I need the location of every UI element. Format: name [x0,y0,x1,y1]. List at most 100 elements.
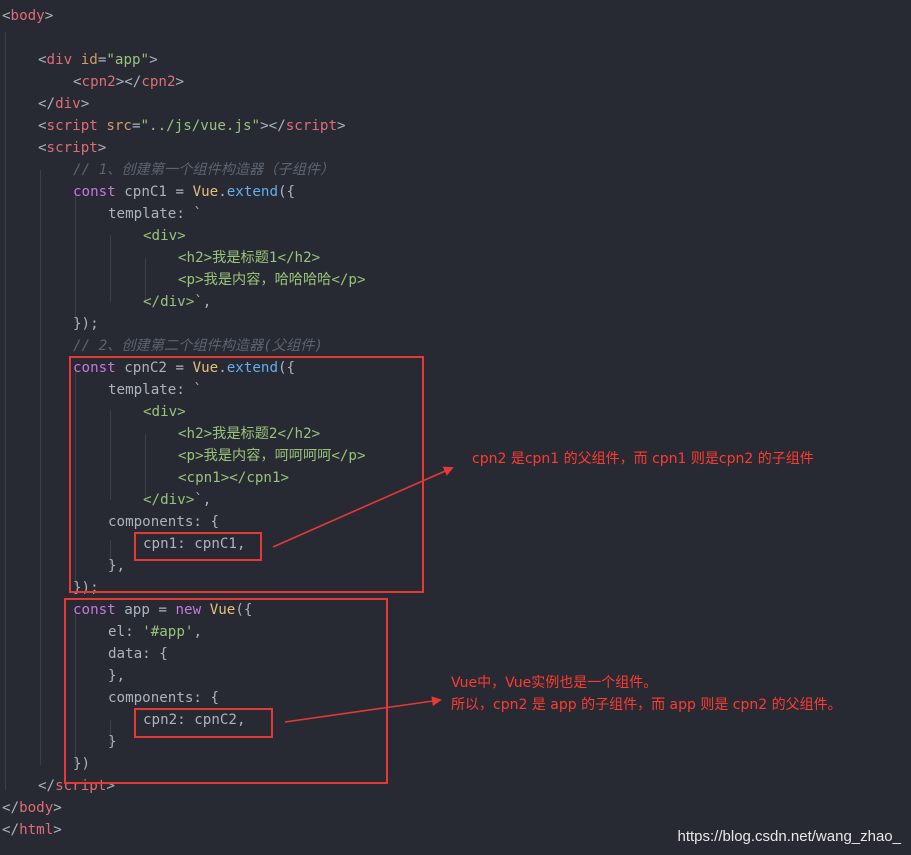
code-line: }) [73,753,90,775]
code-token: `, [194,492,212,508]
code-line: cpn1: cpnC1, [143,533,246,555]
code-line: </html> [2,819,62,841]
code-token: div [55,96,81,112]
code-line: }); [73,313,99,335]
code-token: < [73,74,82,90]
code-token: > [149,52,158,68]
code-line: // 1、创建第一个组件构造器（子组件） [73,159,334,181]
code-token: <div> [143,228,186,244]
code-token: ({ [278,184,296,200]
code-line: // 2、创建第二个组件构造器(父组件) [73,335,323,357]
code-line: <cpn2></cpn2> [73,71,184,93]
code-token: < [38,140,47,156]
code-token: : cpnC2, [177,712,246,728]
code-token: Vue [192,184,219,200]
code-token: : { [193,514,220,530]
code-token: id [80,52,98,68]
code-token: components [108,690,194,706]
code-token: > [336,118,346,134]
code-token: 我是标题1 [212,250,278,266]
code-token: ></ [260,118,286,134]
code-line: <div> [143,225,186,247]
code-token: Vue [192,360,219,376]
code-token: : [125,624,143,640]
code-token: body [10,8,45,24]
code-token: script [46,118,98,134]
code-line: const app = new Vue({ [73,599,252,621]
code-token: new [175,602,202,618]
code-token: // 1、创建第一个组件构造器（子组件） [73,162,335,178]
code-token: <div> [143,404,186,420]
code-token: > [53,800,62,816]
code-token: cpn2 [143,712,178,728]
code-line: el: '#app', [108,621,202,643]
code-token: < [2,8,11,24]
code-token: </p> [331,448,366,464]
code-token: }) [73,756,91,772]
code-token: <h2> [178,426,213,442]
code-token: </ [2,800,20,816]
code-line: <script src="../js/vue.js"></script> [38,115,346,137]
code-token: template [108,206,177,222]
code-token: cpn2 [81,74,116,90]
indent-guide [5,32,6,790]
code-token: < [38,118,47,134]
code-token: cpn1 [143,536,178,552]
code-token: <h2> [178,250,213,266]
code-token: "../js/vue.js" [140,118,261,134]
code-token: app = [115,602,176,618]
code-token: </ [38,96,56,112]
code-token: </ [2,822,20,838]
code-line: </div>`, [143,489,211,511]
annotation-note2-line2: 所以，cpn2 是 app 的子组件，而 app 则是 cpn2 的父组件。 [451,697,842,713]
code-token: </p> [331,272,366,288]
code-line: </body> [2,797,62,819]
code-token: Vue [209,602,236,618]
code-token: cpnC2 = [115,360,193,376]
code-line: </div>`, [143,291,211,313]
code-token: > [97,140,107,156]
code-token: // 2、创建第二个组件构造器(父组件) [73,338,323,354]
code-line: <p>我是内容，呵呵呵呵</p> [178,445,366,467]
code-token: body [19,800,54,816]
code-line: }, [108,665,125,687]
code-line: components: { [108,511,219,533]
code-token: }, [108,668,126,684]
code-token: html [19,822,54,838]
code-token: `, [194,294,212,310]
code-line: <div> [143,401,186,423]
code-line: const cpnC1 = Vue.extend({ [73,181,295,203]
code-token: ({ [278,360,296,376]
code-line: <h2>我是标题2</h2> [178,423,320,445]
code-token: data [108,646,143,662]
code-token: : ` [176,382,202,398]
code-line: data: { [108,643,168,665]
code-token: el [108,624,126,640]
code-token: ></ [115,74,142,90]
code-token: components [108,514,194,530]
code-line: <div id="app"> [38,49,158,71]
code-token: </div> [143,492,195,508]
code-token: > [80,96,90,112]
code-token: "app" [106,52,150,68]
indent-guide [110,410,111,500]
code-line: <h2>我是标题1</h2> [178,247,320,269]
code-token: extend [226,360,279,376]
indent-guide [75,370,76,585]
code-token: const [73,184,116,200]
code-line: <cpn1></cpn1> [178,467,289,489]
code-token: > [44,8,54,24]
code-line: <script> [38,137,106,159]
code-token: = [131,118,141,134]
watermark-url: https://blog.csdn.net/wang_zhao_ [677,828,902,845]
code-token: }, [108,558,126,574]
code-line: <p>我是内容，哈哈哈哈</p> [178,269,366,291]
code-token: : { [193,690,220,706]
indent-guide [75,195,76,320]
indent-guide [110,540,111,565]
code-line: template: ` [108,379,202,401]
indent-guide [145,258,146,302]
code-token: <cpn1></cpn1> [178,470,290,486]
annotation-note1: cpn2 是cpn1 的父组件，而 cpn1 则是cpn2 的子组件 [472,451,814,467]
